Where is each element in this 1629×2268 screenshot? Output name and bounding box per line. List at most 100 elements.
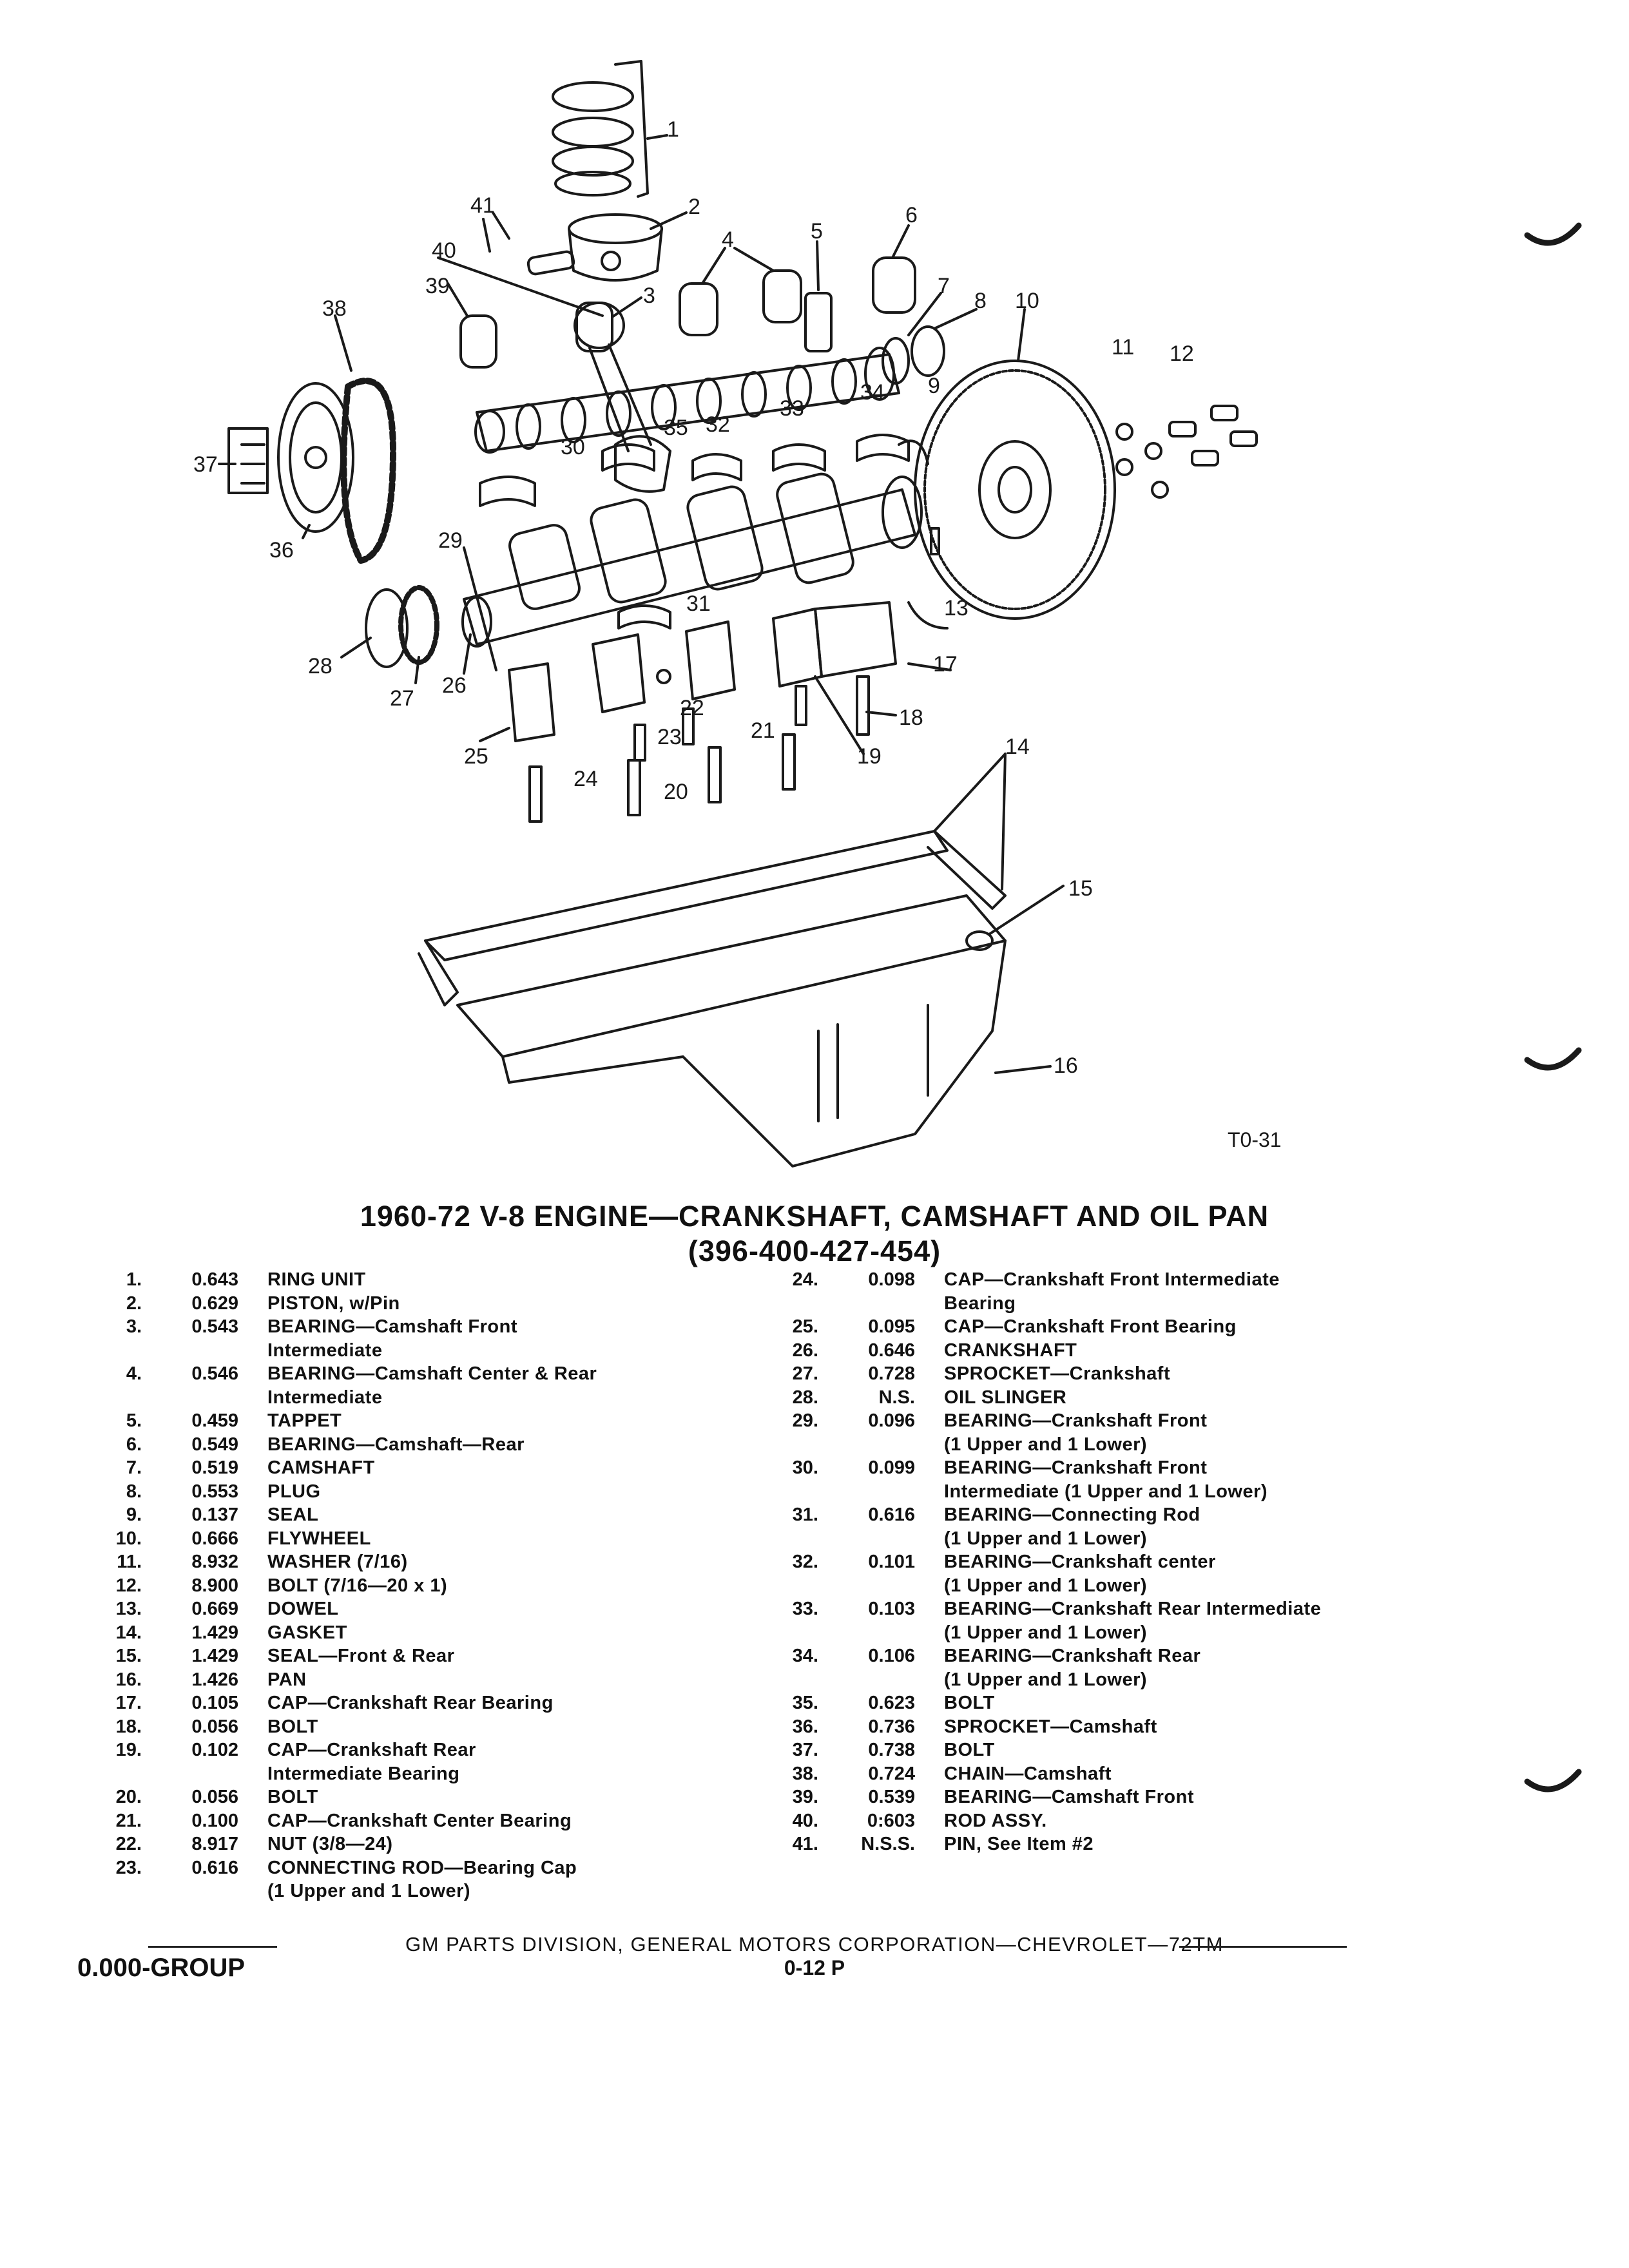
group-label: 0.000-GROUP — [77, 1954, 246, 1982]
diagram-reference-code: T0-31 — [1228, 1128, 1282, 1151]
part-number: 10. — [115, 1528, 142, 1549]
callout-41: 41 — [470, 193, 495, 218]
part-description-line: CAP—Crankshaft Rear — [267, 1740, 476, 1760]
part-code: 0.096 — [868, 1410, 915, 1431]
part-code: 0.728 — [868, 1363, 915, 1384]
part-number: 6. — [126, 1434, 142, 1455]
part-code: 0.629 — [191, 1293, 238, 1314]
oil-pan-drawing — [456, 894, 1007, 1168]
exploded-parts-diagram: 1 2 3 4 5 6 7 8 9 10 11 12 13 14 15 16 1… — [193, 60, 1282, 1168]
part-code: N.S. — [878, 1387, 915, 1408]
piston-drawing — [568, 213, 663, 282]
part-description: CAP—Crankshaft Front Bearing — [944, 1315, 1566, 1339]
callout-3: 3 — [643, 284, 655, 308]
part-description-line: TAPPET — [267, 1410, 342, 1431]
callout-10: 10 — [1015, 289, 1039, 313]
callout-15: 15 — [1068, 876, 1093, 901]
part-code: 0.543 — [191, 1316, 238, 1337]
part-number: 40. — [792, 1810, 818, 1831]
part-number: 4. — [126, 1363, 142, 1384]
callout-8: 8 — [974, 289, 987, 313]
part-description-line: Intermediate Bearing — [267, 1763, 460, 1784]
gasket-drawing — [418, 830, 1007, 1006]
part-code: 0.738 — [868, 1740, 915, 1760]
part-description-line: BOLT — [267, 1787, 318, 1807]
part-description: RING UNIT — [267, 1268, 741, 1292]
part-code: 0.106 — [868, 1646, 915, 1666]
part-description-line: CHAIN—Camshaft — [944, 1763, 1112, 1784]
part-description: WASHER (7/16) — [267, 1550, 741, 1574]
part-number: 37. — [792, 1740, 818, 1760]
callout-25: 25 — [464, 744, 488, 769]
callout-29: 29 — [438, 528, 463, 553]
callout-31: 31 — [686, 591, 711, 616]
part-code: 0.056 — [191, 1716, 238, 1737]
callout-39: 39 — [425, 274, 450, 298]
part-code: 0.549 — [191, 1434, 238, 1455]
callout-6: 6 — [905, 203, 918, 227]
part-description-line: PIN, See Item #2 — [944, 1834, 1094, 1854]
part-code: 8.932 — [191, 1552, 238, 1572]
part-number: 34. — [792, 1646, 818, 1666]
callout-32: 32 — [706, 412, 730, 437]
part-number: 22. — [115, 1834, 142, 1854]
part-number: 16. — [115, 1669, 142, 1690]
part-row: 41.N.S.S.PIN, See Item #2 — [760, 1832, 1566, 1856]
part-number: 15. — [115, 1646, 142, 1666]
callout-26: 26 — [442, 673, 467, 698]
part-description: BEARING—Crankshaft Rear Intermediate(1 U… — [944, 1597, 1566, 1644]
part-description: PISTON, w/Pin — [267, 1292, 741, 1316]
part-description: TAPPET — [267, 1409, 741, 1433]
part-description: PLUG — [267, 1480, 741, 1504]
part-description-line: GASKET — [267, 1622, 347, 1643]
part-number: 38. — [792, 1763, 818, 1784]
part-description-line: (1 Upper and 1 Lower) — [944, 1528, 1148, 1549]
part-description-line: BEARING—Camshaft Center & Rear — [267, 1363, 597, 1384]
part-description-line: BEARING—Crankshaft Rear Intermediate — [944, 1599, 1322, 1619]
part-description: FLYWHEEL — [267, 1527, 741, 1551]
part-description-line: BEARING—Connecting Rod — [944, 1504, 1200, 1525]
part-number: 2. — [126, 1293, 142, 1314]
callout-36: 36 — [269, 538, 294, 562]
callout-24: 24 — [574, 767, 598, 791]
part-description: BEARING—Connecting Rod (1 Upper and 1 Low… — [944, 1503, 1566, 1550]
part-number: 28. — [792, 1387, 818, 1408]
part-description-line: PISTON, w/Pin — [267, 1293, 400, 1314]
part-number: 41. — [792, 1834, 818, 1854]
callout-12: 12 — [1170, 341, 1194, 366]
part-code: 0.095 — [868, 1316, 915, 1337]
part-description-line: (1 Upper and 1 Lower) — [944, 1575, 1148, 1596]
part-number: 33. — [792, 1599, 818, 1619]
part-description-line: BEARING—Camshaft—Rear — [267, 1434, 525, 1455]
part-row: 2. 0.629 PISTON, w/Pin — [84, 1292, 741, 1316]
callout-16: 16 — [1054, 1053, 1078, 1078]
part-number: 8. — [126, 1481, 142, 1502]
binding-mark-2 — [1524, 1047, 1582, 1071]
part-description-line: BOLT — [944, 1693, 995, 1713]
part-description-line: Intermediate — [267, 1387, 383, 1408]
part-description: BEARING—Crankshaft Rear(1 Upper and 1 Lo… — [944, 1644, 1566, 1691]
part-description-line: BEARING—Camshaft Front — [267, 1316, 518, 1337]
part-description: BEARING—Crankshaft center (1 Upper and 1 … — [944, 1550, 1566, 1597]
part-description: SPROCKET—Camshaft — [944, 1715, 1566, 1739]
part-number: 20. — [115, 1787, 142, 1807]
part-description-line: BEARING—Crankshaft center — [944, 1552, 1216, 1572]
part-code: 8.917 — [191, 1834, 238, 1854]
part-code: 0.056 — [191, 1787, 238, 1807]
part-row: 28.N.S.OIL SLINGER — [760, 1386, 1566, 1410]
